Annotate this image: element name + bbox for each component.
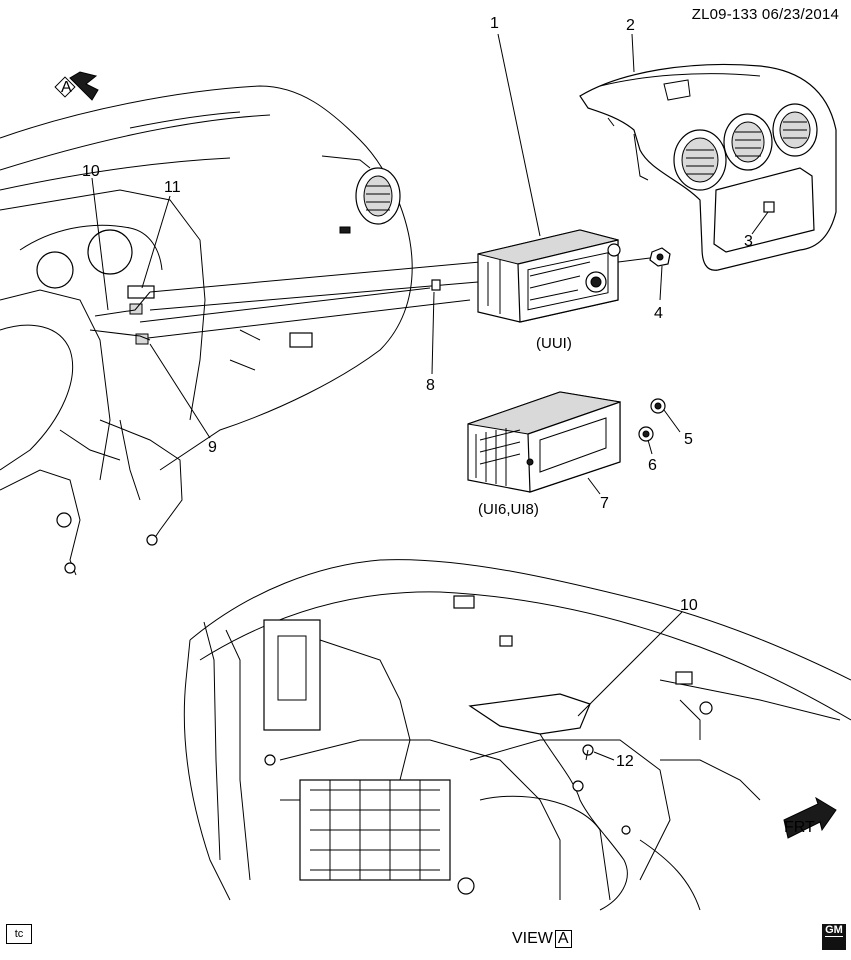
bracket-10-and-lead xyxy=(468,693,631,911)
instrument-panel-carrier-view-a xyxy=(183,559,851,911)
callout-9: 9 xyxy=(208,439,217,456)
trim-bezel xyxy=(579,63,837,271)
leader-lines xyxy=(91,33,769,761)
view-a-arrow-icon: A xyxy=(54,71,99,101)
nut-6 xyxy=(638,426,654,442)
callout-10-lower: 10 xyxy=(680,597,698,614)
callout-6: 6 xyxy=(648,457,657,474)
radio-ui6-ui8 xyxy=(467,391,621,493)
instrument-panel-upper xyxy=(0,85,413,576)
nut-5 xyxy=(650,398,666,414)
view-label-letter: A xyxy=(554,930,572,948)
front-arrow-label: FRT xyxy=(784,819,815,836)
gm-logo: GM xyxy=(822,924,846,950)
callout-5: 5 xyxy=(684,431,693,448)
callout-3: 3 xyxy=(744,233,753,250)
variant-label-ui6-ui8: (UI6,UI8) xyxy=(478,501,539,518)
nut-4 xyxy=(649,247,671,267)
callout-7: 7 xyxy=(600,495,609,512)
callout-12: 12 xyxy=(616,753,634,770)
callout-10-upper: 10 xyxy=(82,163,100,180)
diagram-date: 06/23/2014 xyxy=(761,6,839,23)
radio-uui xyxy=(431,229,621,323)
tc-label: tc xyxy=(6,924,32,944)
callout-2: 2 xyxy=(626,17,635,34)
callout-1: 1 xyxy=(490,15,499,32)
gm-logo-underline xyxy=(825,936,843,945)
view-a-arrow-letter: A xyxy=(61,79,72,96)
callout-8: 8 xyxy=(426,377,435,394)
gm-logo-text: GM xyxy=(825,924,843,936)
front-arrow-icon: FRT xyxy=(783,796,837,839)
harness-connectors xyxy=(89,285,155,345)
projection-lines xyxy=(139,257,651,339)
view-label-text: VIEW xyxy=(512,930,553,947)
diagram-code: ZL09-133 xyxy=(691,6,758,23)
variant-label-uui: (UUI) xyxy=(536,335,572,352)
callout-11: 11 xyxy=(164,179,181,196)
diagram-code-date: ZL09-133 06/23/2014 xyxy=(692,6,839,23)
callout-4: 4 xyxy=(654,305,663,322)
